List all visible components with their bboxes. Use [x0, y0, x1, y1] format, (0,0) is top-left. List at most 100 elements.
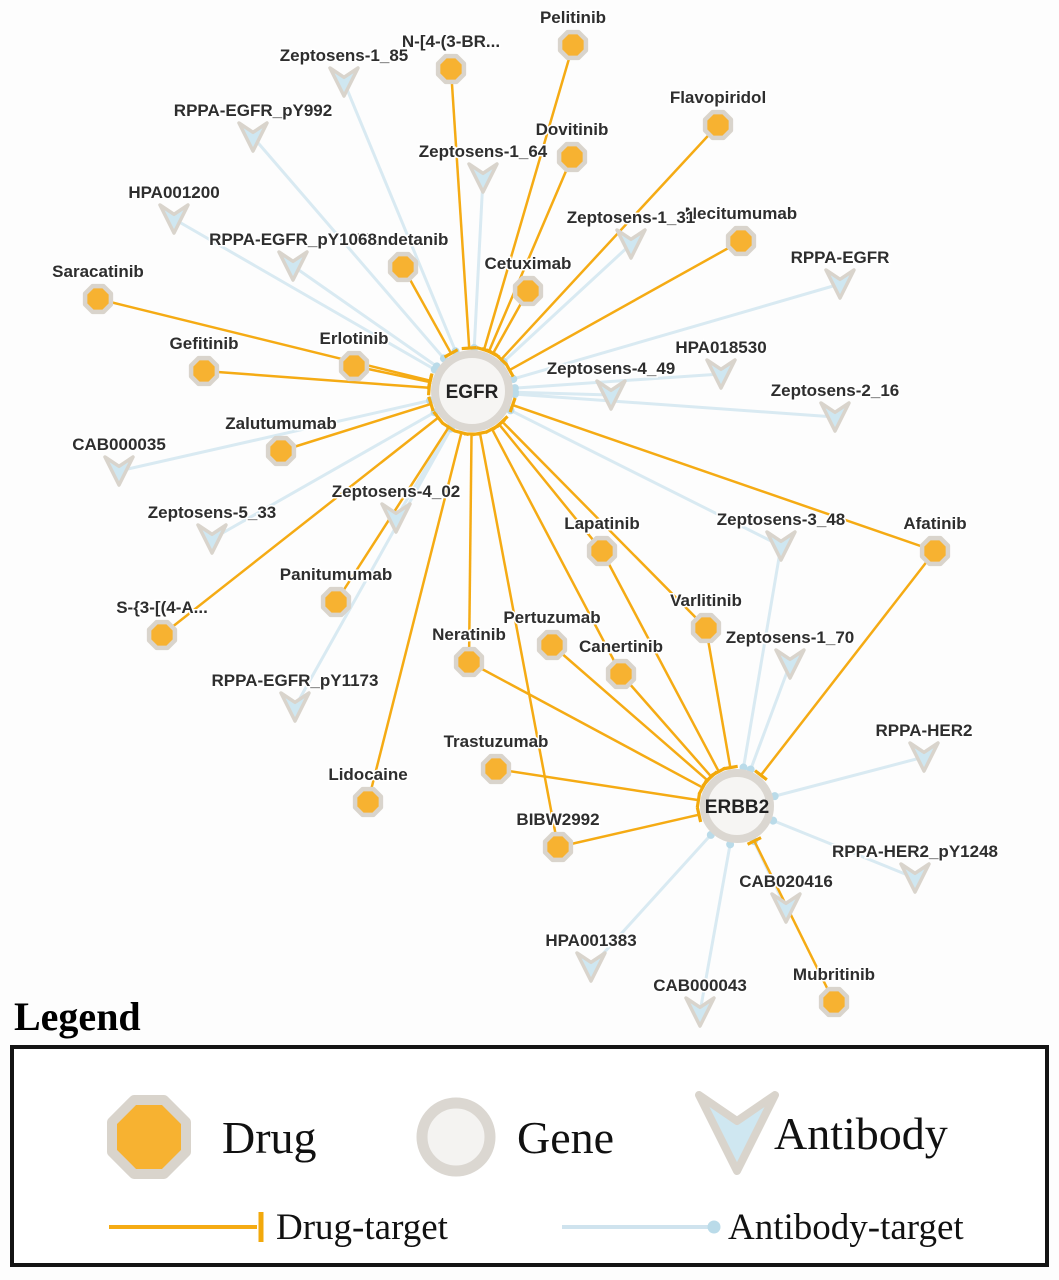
antibody-node-Zeptosens-4_02[interactable] [380, 502, 412, 534]
antibody-target-edge [510, 390, 836, 419]
antibody-target-edge [589, 830, 715, 969]
drug-node-Cetuximab[interactable] [512, 275, 544, 307]
drug-node-Lapatinib[interactable] [586, 535, 618, 567]
drug-label-Neratinib: Neratinib [432, 625, 506, 644]
drug-node-BIBW2992[interactable] [542, 831, 574, 863]
drug-target-edge [746, 836, 836, 1003]
legend-drug-target-label: Drug-target [276, 1207, 449, 1248]
antibody-node-CAB000043[interactable] [684, 996, 716, 1028]
antibody-node-RPPA-EGFR_pY992[interactable] [237, 121, 269, 153]
antibody-node-RPPA-EGFR_pY1173[interactable] [279, 691, 311, 723]
antibody-target-edge [173, 217, 439, 374]
drug-node-Canertinib[interactable] [605, 658, 637, 690]
drug-label-Flavopiridol: Flavopiridol [670, 88, 766, 107]
antibody-node-Zeptosens-2_16[interactable] [819, 401, 851, 433]
legend-antibody-target-dot [707, 1220, 721, 1234]
antibody-label-HPA001200: HPA001200 [128, 183, 219, 202]
drug-node-Necitumumab[interactable] [725, 225, 757, 257]
legend-antibody-label: Antibody [774, 1108, 948, 1159]
drug-node-Saracatinib[interactable] [82, 283, 114, 315]
antibody-target-edge [292, 264, 441, 371]
drug-target-edge [468, 660, 708, 795]
antibody-node-Zeptosens-3_48[interactable] [765, 530, 797, 562]
antibody-node-Zeptosens-1_70[interactable] [774, 648, 806, 680]
drug-node-Panitumumab[interactable] [320, 586, 352, 618]
drug-node-Erlotinib[interactable] [338, 350, 370, 382]
drug-node-Pertuzumab[interactable] [536, 629, 568, 661]
drug-label-Pertuzumab: Pertuzumab [503, 608, 600, 627]
drug-target-edge [97, 297, 434, 389]
antibody-target-edge [770, 755, 925, 801]
drug-node-Zalutumumab[interactable] [265, 435, 297, 467]
drug-node-Varlitinib[interactable] [690, 612, 722, 644]
drug-node-S-{3-[(4-A...[interactable] [146, 619, 178, 651]
drug-node-Afatinib[interactable] [919, 535, 951, 567]
antibody-label-Zeptosens-1_70: Zeptosens-1_70 [726, 628, 855, 647]
antibody-label-Zeptosens-5_33: Zeptosens-5_33 [148, 503, 277, 522]
antibody-node-HPA001383[interactable] [575, 951, 607, 983]
antibody-node-HPA001200[interactable] [158, 203, 190, 235]
drug-target-edge [620, 673, 718, 783]
legend-drug-label: Drug [222, 1112, 317, 1163]
antibody-node-HPA018530[interactable] [705, 358, 737, 390]
antibody-target-edge [698, 840, 735, 1013]
drug-node-Flavopiridol[interactable] [702, 109, 734, 141]
drug-target-edge [551, 644, 714, 788]
drug-label-BIBW2992: BIBW2992 [516, 810, 599, 829]
antibody-label-CAB020416: CAB020416 [739, 872, 833, 891]
antibody-label-HPA001383: HPA001383 [545, 931, 636, 950]
drug-target-edge [754, 550, 936, 782]
antibody-node-Zeptosens-1_64[interactable] [467, 162, 499, 194]
drug-node-Lidocaine[interactable] [352, 786, 384, 818]
legend-graphic: Drug Gene Antibody Drug-target Antibody-… [107, 1091, 964, 1248]
legend-antibody-icon [695, 1091, 779, 1175]
antibody-target-edge [746, 663, 792, 774]
antibody-node-Zeptosens-1_31[interactable] [615, 228, 647, 260]
drug-node-Neratinib[interactable] [453, 646, 485, 678]
antibody-node-Zeptosens-4_49[interactable] [595, 379, 627, 411]
antibody-label-CAB000035: CAB000035 [72, 435, 166, 454]
drug-node-Trastuzumab[interactable] [480, 753, 512, 785]
drug-label-Saracatinib: Saracatinib [52, 262, 144, 281]
drug-node-Mubritinib[interactable] [818, 986, 850, 1018]
drug-target-edge [203, 369, 432, 396]
drug-node-Vandetanib[interactable] [387, 251, 419, 283]
drug-target-edge [484, 424, 623, 675]
drug-label-Pelitinib: Pelitinib [540, 8, 606, 27]
legend-box: Drug Gene Antibody Drug-target Antibody-… [10, 1045, 1049, 1267]
antibody-label-RPPA-HER2: RPPA-HER2 [876, 721, 973, 740]
antibody-node-CAB000035[interactable] [103, 455, 135, 487]
gene-node-EGFR[interactable] [431, 350, 513, 432]
antibody-label-CAB000043: CAB000043 [653, 976, 747, 995]
drug-target-edge [600, 550, 727, 777]
antibody-label-Zeptosens-2_16: Zeptosens-2_16 [771, 381, 900, 400]
antibody-node-RPPA-HER2[interactable] [908, 741, 940, 773]
antibody-node-Zeptosens-1_85[interactable] [328, 66, 360, 98]
drug-label-N-[4-(3-BR...: N-[4-(3-BR... [402, 32, 500, 51]
legend-antibody-target-label: Antibody-target [728, 1207, 964, 1248]
antibody-label-RPPA-EGFR_pY1173: RPPA-EGFR_pY1173 [212, 671, 379, 690]
drug-label-Cetuximab: Cetuximab [485, 254, 572, 273]
antibody-node-CAB020416[interactable] [770, 892, 802, 924]
drug-node-Pelitinib[interactable] [557, 29, 589, 61]
drug-label-Necitumumab: Necitumumab [685, 204, 797, 223]
antibody-target-edge [769, 816, 916, 880]
antibody-label-RPPA-EGFR: RPPA-EGFR [791, 248, 890, 267]
antibody-node-RPPA-EGFR[interactable] [824, 268, 856, 300]
drug-node-Dovitinib[interactable] [556, 141, 588, 173]
antibody-target-edge [251, 136, 448, 363]
gene-node-ERBB2[interactable] [700, 769, 774, 843]
gene-label-ERBB2: ERBB2 [705, 797, 769, 818]
drug-node-Gefitinib[interactable] [188, 355, 220, 387]
drug-target-edge [161, 410, 445, 636]
drug-target-edge [366, 429, 470, 803]
antibody-node-Zeptosens-5_33[interactable] [196, 523, 228, 555]
drug-node-N-[4-(3-BR...[interactable] [435, 53, 467, 85]
antibody-label-Zeptosens-1_31: Zeptosens-1_31 [567, 208, 696, 227]
antibody-node-RPPA-EGFR_pY1068[interactable] [277, 250, 309, 282]
antibody-node-RPPA-HER2_pY1248[interactable] [899, 862, 931, 894]
legend-drug-icon [107, 1095, 191, 1179]
drug-target-edge [494, 124, 719, 366]
antibody-target-edge [470, 177, 485, 353]
gene-label-EGFR: EGFR [446, 382, 499, 403]
